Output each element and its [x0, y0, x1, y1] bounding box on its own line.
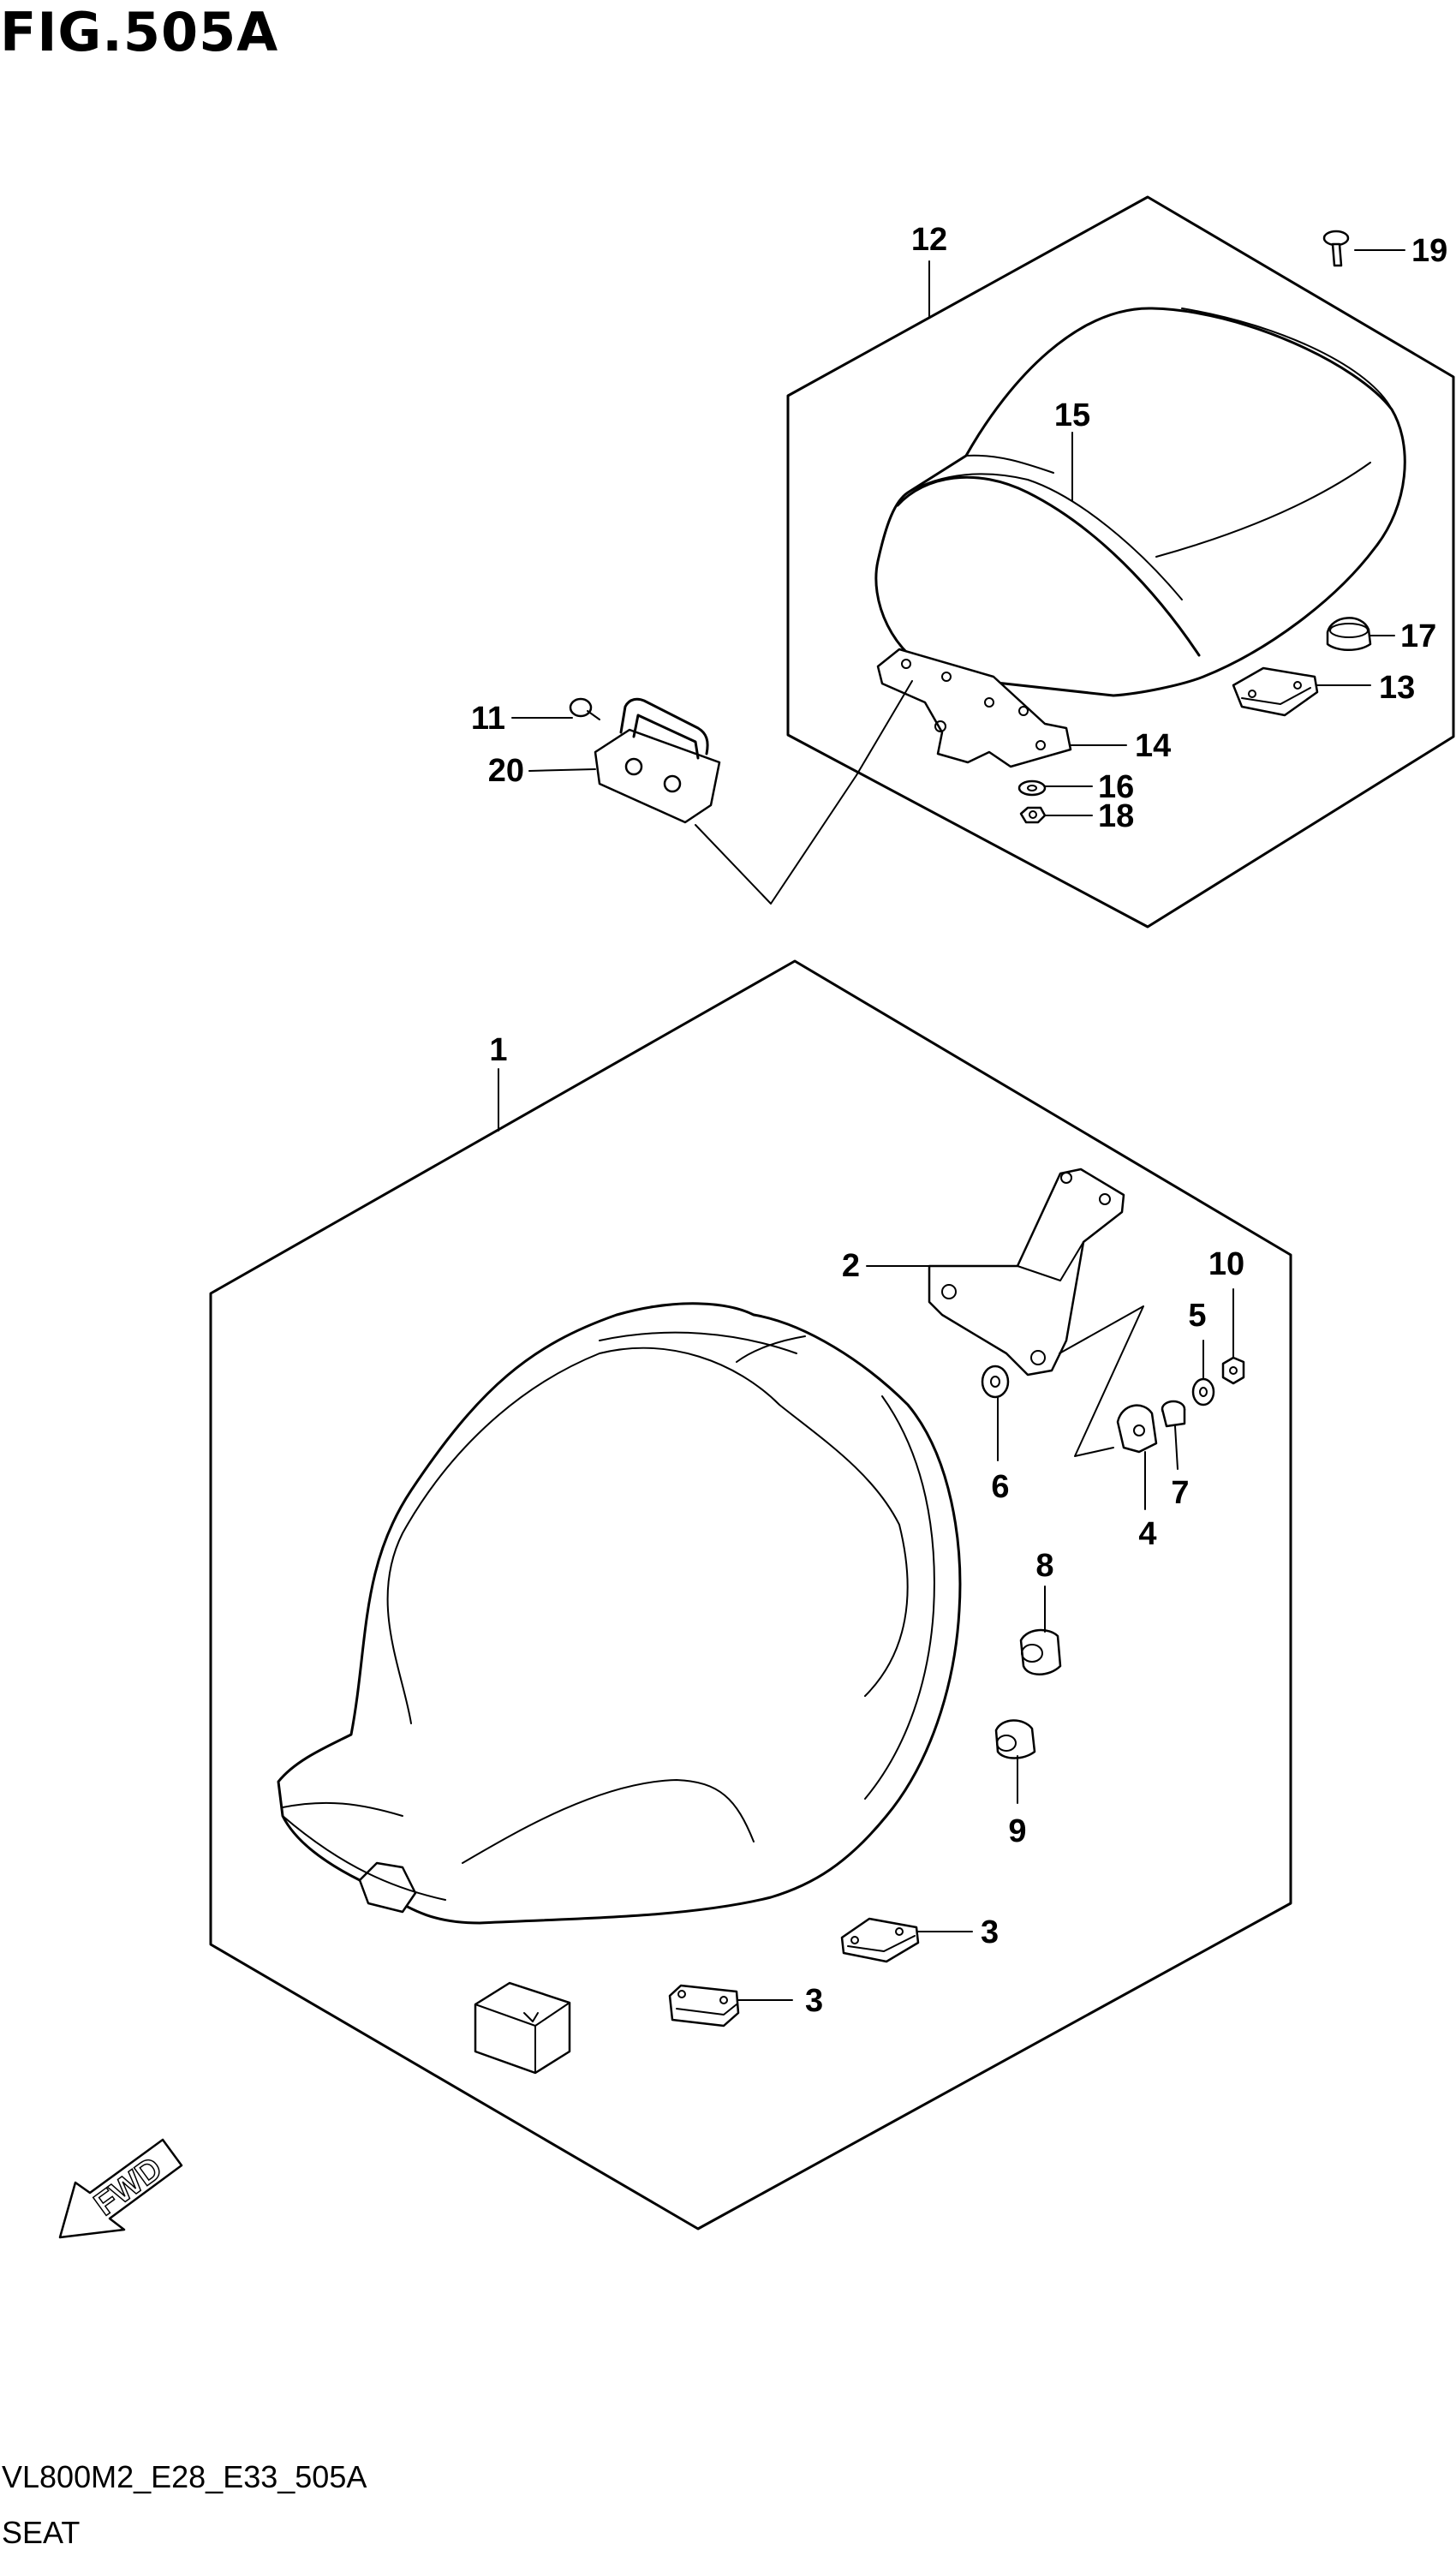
nut-18 — [1019, 806, 1047, 824]
callout-1: 1 — [489, 1032, 507, 1068]
collar-7 — [1161, 1400, 1186, 1428]
callout-5: 5 — [1188, 1298, 1206, 1334]
washer-16 — [1017, 779, 1047, 797]
callout-19: 19 — [1411, 233, 1447, 269]
callout-10: 10 — [1208, 1246, 1244, 1282]
callout-11: 11 — [471, 701, 505, 737]
washer-16-hole — [1027, 785, 1037, 791]
callout-17: 17 — [1400, 618, 1436, 654]
leader-lines — [498, 249, 1405, 2001]
latch-4 — [1116, 1404, 1158, 1454]
callout-9: 9 — [1008, 1813, 1026, 1849]
callout-8: 8 — [1035, 1548, 1053, 1584]
callout-18: 18 — [1098, 798, 1134, 834]
main-seat-drawing — [277, 1302, 962, 1925]
cushion-3-left — [668, 1984, 740, 2028]
callout-14: 14 — [1135, 728, 1171, 764]
callout-6: 6 — [991, 1469, 1009, 1505]
washer-5 — [1191, 1377, 1215, 1406]
fwd-arrow: FWD — [58, 2138, 183, 2239]
callout-12: 12 — [911, 222, 947, 258]
damper-8 — [1019, 1628, 1062, 1675]
parts-kit-box — [474, 1981, 571, 2075]
pillion-bracket-14 — [876, 648, 1072, 768]
rear-bracket-20 — [594, 697, 721, 824]
pillion-seat-drawing — [874, 307, 1406, 697]
damper-17 — [1326, 617, 1372, 651]
main-seat-group-boundary — [209, 959, 1292, 2231]
cushion-13 — [1232, 666, 1319, 717]
damper-9 — [994, 1719, 1036, 1759]
seat-bracket-2 — [928, 1168, 1125, 1377]
pillion-group-boundary — [786, 195, 1455, 929]
assembly-link-line — [695, 680, 913, 905]
callout-3b: 3 — [805, 1983, 823, 2019]
washer-5-hole — [1199, 1387, 1208, 1397]
cushion-3-right — [840, 1917, 920, 1963]
callout-16: 16 — [1098, 769, 1134, 805]
washer-6-hole — [990, 1376, 1000, 1388]
callout-20: 20 — [488, 753, 524, 789]
callout-3a: 3 — [981, 1914, 999, 1950]
diagram-code: VL800M2_E28_E33_505A — [2, 2459, 367, 2494]
callout-7: 7 — [1171, 1475, 1189, 1511]
nut-10 — [1221, 1356, 1245, 1385]
screw-19 — [1322, 230, 1350, 267]
callout-4: 4 — [1138, 1516, 1156, 1552]
figure-title: FIG.505A — [0, 1, 279, 63]
diagram-name: SEAT — [2, 2515, 81, 2550]
callout-13: 13 — [1379, 670, 1415, 706]
callout-15: 15 — [1054, 397, 1090, 433]
washer-6 — [981, 1365, 1010, 1399]
callout-2: 2 — [842, 1248, 860, 1284]
bracket-link-line — [1059, 1305, 1144, 1457]
bolt-11 — [569, 697, 600, 720]
